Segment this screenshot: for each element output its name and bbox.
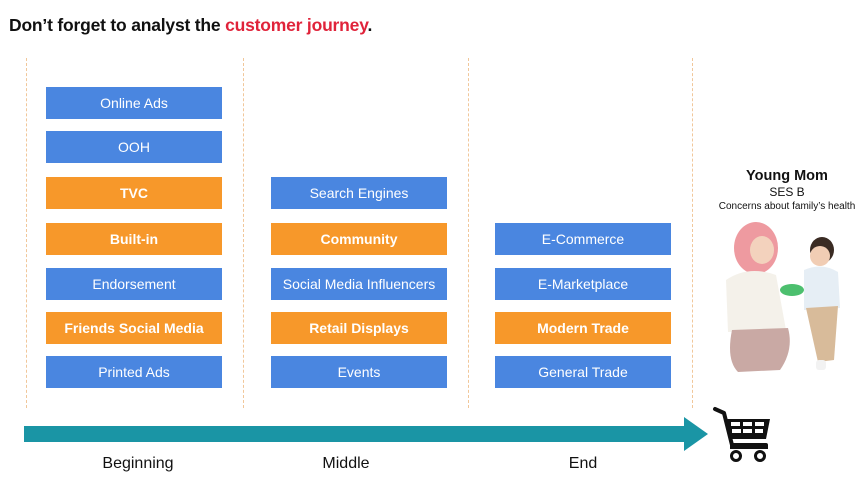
- touchpoint-label: E-Commerce: [541, 231, 625, 247]
- right-arrow-icon: [24, 417, 708, 451]
- touchpoint-label: Search Engines: [309, 185, 409, 201]
- touchpoint-label: OOH: [118, 139, 150, 155]
- title-suffix: .: [367, 15, 373, 35]
- touchpoint-box: Online Ads: [46, 87, 222, 119]
- touchpoint-box: Modern Trade: [495, 312, 671, 344]
- persona-concern: Concerns about family’s health: [718, 201, 856, 212]
- stage-label-middle: Middle: [322, 455, 370, 472]
- stage-divider: [243, 58, 244, 408]
- touchpoint-box: Endorsement: [46, 268, 222, 300]
- touchpoint-label: Community: [320, 231, 398, 247]
- touchpoint-box: TVC: [46, 177, 222, 209]
- touchpoint-label: Printed Ads: [98, 364, 170, 380]
- touchpoint-box: Built-in: [46, 223, 222, 255]
- touchpoint-box: Events: [271, 356, 447, 388]
- touchpoint-label: Endorsement: [92, 276, 176, 292]
- stage-divider: [692, 58, 693, 408]
- stage-label-beginning: Beginning: [102, 455, 174, 472]
- touchpoint-label: TVC: [120, 185, 148, 201]
- shopping-cart-icon: [713, 407, 770, 462]
- touchpoint-box: Search Engines: [271, 177, 447, 209]
- touchpoint-box: General Trade: [495, 356, 671, 388]
- title-highlight: customer journey: [225, 15, 368, 35]
- touchpoint-box: Printed Ads: [46, 356, 222, 388]
- touchpoint-box: Social Media Influencers: [271, 268, 447, 300]
- persona-ses: SES B: [769, 185, 805, 199]
- touchpoint-box: E-Marketplace: [495, 268, 671, 300]
- touchpoint-label: Built-in: [109, 231, 159, 247]
- title-prefix: Don’t forget to analyst the: [9, 15, 226, 35]
- touchpoint-box: E-Commerce: [495, 223, 671, 255]
- touchpoint-box: Retail Displays: [271, 312, 447, 344]
- touchpoint-box: OOH: [46, 131, 222, 163]
- touchpoint-label: General Trade: [538, 364, 628, 380]
- touchpoint-box: Friends Social Media: [46, 312, 222, 344]
- persona-name: Young Mom: [746, 168, 828, 184]
- touchpoint-label: Friends Social Media: [64, 320, 204, 336]
- touchpoint-label: Online Ads: [100, 95, 168, 111]
- touchpoint-label: Social Media Influencers: [282, 276, 436, 292]
- touchpoint-label: E-Marketplace: [537, 276, 629, 292]
- page-title: Don’t forget to analyst the customer jou…: [9, 15, 372, 36]
- touchpoint-box: Community: [271, 223, 447, 255]
- touchpoint-label: Retail Displays: [309, 320, 409, 336]
- touchpoint-label: Events: [337, 364, 381, 380]
- stage-label-end: End: [568, 455, 598, 472]
- stage-divider: [468, 58, 469, 408]
- stage-divider: [26, 58, 27, 408]
- touchpoint-label: Modern Trade: [537, 320, 629, 336]
- mother-and-child-photo: [726, 222, 840, 372]
- persona-card: Young Mom SES B Concerns about family’s …: [706, 168, 868, 212]
